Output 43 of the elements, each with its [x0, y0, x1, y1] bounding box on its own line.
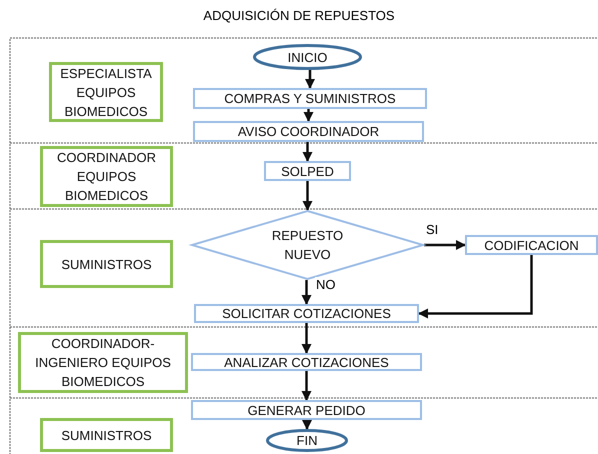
decision-diamond: [191, 210, 424, 280]
process-box: [191, 400, 422, 420]
role-box: [40, 240, 173, 288]
edge-label: NO: [315, 277, 336, 292]
arrow: [418, 255, 533, 318]
node-text: FIN: [296, 432, 318, 450]
arrow: [304, 109, 314, 122]
arrow: [302, 323, 312, 354]
role-box: [18, 332, 188, 393]
arrow: [302, 420, 312, 430]
arrow: [302, 371, 312, 401]
node-text: ESPECIALISTA EQUIPOS BIOMEDICOS: [59, 64, 153, 120]
arrow: [302, 142, 312, 162]
process-box: [193, 88, 427, 109]
arrow: [305, 70, 315, 89]
role-box: [40, 418, 173, 452]
node-text: AVISO COORDINADOR: [238, 123, 380, 141]
edge-label: SI: [425, 222, 440, 237]
node-text: COORDINADOR- INGENIERO EQUIPOS BIOMEDICOS: [34, 335, 172, 391]
node-text: SUMINISTROS: [61, 426, 152, 444]
node-text: SOLPED: [281, 162, 334, 180]
node-text: COMPRAS Y SUMINISTROS: [224, 90, 396, 108]
process-box: [191, 353, 422, 371]
node-text: GENERAR PEDIDO: [248, 402, 366, 420]
node-text: INICIO: [288, 48, 328, 66]
arrow: [302, 280, 312, 305]
arrow: [302, 181, 312, 211]
process-box: [194, 304, 419, 323]
node-text: SOLICITAR COTIZACIONES: [222, 305, 391, 323]
role-box: [40, 146, 173, 207]
node-text: COORDINADOR EQUIPOS BIOMEDICOS: [56, 149, 157, 205]
process-box: [193, 121, 424, 142]
process-box: [264, 161, 351, 181]
node-text: CODIFICACION: [484, 236, 579, 254]
terminal-ellipse: [253, 44, 362, 70]
role-box: [49, 62, 163, 122]
node-text: ANALIZAR COTIZACIONES: [224, 354, 389, 372]
arrow: [424, 240, 466, 250]
node-text: SUMINISTROS: [61, 256, 152, 274]
diagram-title: ADQUISICIÓN DE REPUESTOS: [202, 8, 396, 23]
process-box: [465, 235, 598, 255]
node-text: REPUESTO NUEVO: [270, 227, 344, 264]
terminal-ellipse: [266, 429, 348, 452]
